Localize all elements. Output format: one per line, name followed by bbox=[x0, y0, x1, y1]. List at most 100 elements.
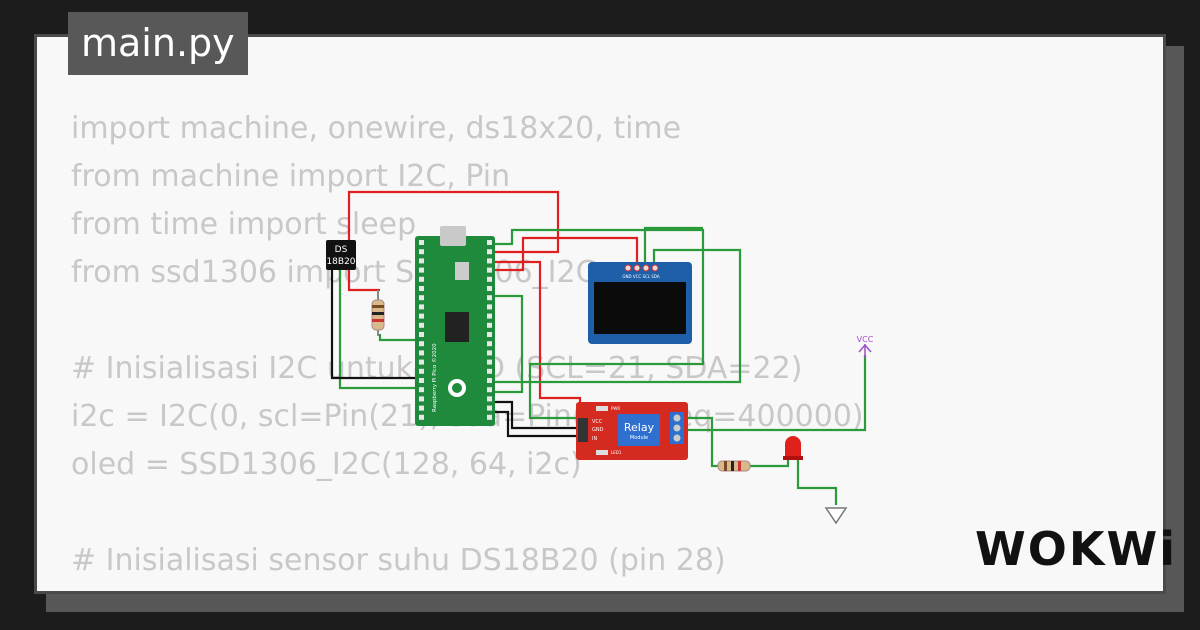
vcc-symbol: VCC bbox=[857, 335, 874, 358]
pico-pin bbox=[487, 276, 492, 282]
pico-pin bbox=[487, 258, 492, 264]
wire-black bbox=[494, 400, 580, 430]
code-line: # Inisialisasi sensor suhu DS18B20 (pin … bbox=[71, 543, 726, 578]
raspberry-logo-icon bbox=[452, 383, 462, 393]
led-body bbox=[785, 436, 801, 458]
relay-module[interactable]: Relay Module VCC GND IN PWR LED1 bbox=[576, 402, 688, 460]
pico-pin bbox=[419, 249, 424, 255]
terminal-screw bbox=[673, 434, 681, 442]
pico-pin bbox=[487, 378, 492, 383]
terminal-screw bbox=[673, 424, 681, 432]
pico-pin bbox=[487, 286, 492, 291]
relay-led-label: LED1 bbox=[611, 450, 622, 455]
pico-pin bbox=[419, 414, 424, 420]
wire-green bbox=[686, 416, 720, 468]
oled-pin bbox=[642, 264, 650, 272]
pico-pin bbox=[487, 414, 492, 420]
led-resistor[interactable] bbox=[717, 460, 751, 472]
relay-header bbox=[578, 418, 588, 442]
relay-led bbox=[596, 450, 608, 455]
resistor-band bbox=[372, 319, 384, 322]
wire-green bbox=[796, 458, 838, 505]
wokwi-logo: WOKWi bbox=[975, 522, 1177, 576]
wire-red bbox=[347, 190, 560, 254]
relay-title: Relay bbox=[624, 421, 655, 434]
pico-pin bbox=[487, 405, 492, 411]
resistor-band bbox=[724, 461, 727, 471]
relay-cube bbox=[618, 414, 660, 446]
rp2040-chip bbox=[445, 312, 469, 342]
wire-green bbox=[494, 294, 524, 394]
pico-pin bbox=[419, 387, 424, 393]
pico-pin bbox=[487, 322, 492, 328]
pico-pin bbox=[487, 295, 492, 301]
resistor-band bbox=[731, 461, 734, 471]
vcc-arrow-icon bbox=[858, 343, 872, 353]
file-tab[interactable]: main.py bbox=[68, 12, 248, 75]
ds18b20-sensor[interactable]: DS 18B20 bbox=[326, 240, 356, 270]
vcc-label: VCC bbox=[857, 335, 874, 344]
pico-pin bbox=[419, 304, 424, 310]
relay-pin-label: VCC bbox=[592, 419, 603, 425]
oled-pin bbox=[624, 264, 632, 272]
pico-pin bbox=[419, 313, 424, 319]
bootsel-button bbox=[455, 262, 469, 280]
pico-pin bbox=[487, 359, 492, 365]
terminal-screw bbox=[673, 414, 681, 422]
code-line: import machine, onewire, ds18x20, time bbox=[71, 111, 682, 146]
wire-green bbox=[750, 458, 790, 468]
wire-red bbox=[494, 260, 582, 420]
code-line: from machine import I2C, Pin bbox=[71, 159, 511, 194]
pico-pin bbox=[487, 396, 492, 402]
wire-black bbox=[494, 410, 580, 438]
relay-pin-label: IN bbox=[592, 436, 597, 442]
pico-pin bbox=[419, 341, 424, 347]
pico-pin bbox=[487, 341, 492, 347]
pico-label: Raspberry Pi Pico ©2020 bbox=[431, 343, 438, 412]
pico-pin bbox=[419, 295, 424, 301]
pico-pin bbox=[487, 240, 492, 245]
pico-pin bbox=[419, 396, 424, 402]
wire-red bbox=[347, 270, 380, 292]
oled-pin bbox=[633, 264, 641, 272]
pullup-resistor[interactable] bbox=[371, 290, 385, 336]
relay-subtitle: Module bbox=[630, 435, 648, 441]
pico-pin bbox=[487, 249, 492, 255]
pico-pin bbox=[487, 350, 492, 356]
pico-pin bbox=[419, 276, 424, 282]
pico-pin bbox=[487, 332, 492, 337]
wire-black bbox=[330, 270, 416, 380]
pico-pin bbox=[419, 267, 424, 273]
resistor-band bbox=[372, 305, 384, 308]
pico-pin bbox=[487, 387, 492, 393]
pico-pin bbox=[419, 286, 424, 291]
pico-pin bbox=[419, 405, 424, 411]
raspberry-pi-pico[interactable]: Raspberry Pi Pico ©2020 bbox=[415, 226, 495, 426]
led-rim bbox=[783, 456, 803, 460]
pico-pin bbox=[487, 304, 492, 310]
relay-led-label: PWR bbox=[611, 406, 620, 411]
wire-green bbox=[494, 228, 705, 420]
wire-green bbox=[643, 226, 703, 266]
pico-pin bbox=[419, 368, 424, 374]
wire-green bbox=[378, 334, 416, 342]
resistor-band bbox=[738, 461, 741, 471]
pico-pin bbox=[419, 359, 424, 365]
oled-display[interactable]: GND VCC SCL SDA bbox=[588, 262, 692, 344]
pico-pin bbox=[487, 267, 492, 273]
pico-pin bbox=[419, 378, 424, 383]
oled-pin-labels: GND VCC SCL SDA bbox=[622, 274, 659, 279]
pico-pin bbox=[419, 332, 424, 337]
ground-symbol bbox=[824, 507, 848, 525]
wire-red bbox=[494, 236, 639, 272]
sensor-body bbox=[326, 240, 356, 270]
usb-connector bbox=[440, 226, 466, 246]
wire-green bbox=[494, 248, 742, 384]
pico-pin bbox=[487, 368, 492, 374]
sensor-label: DS bbox=[335, 245, 348, 255]
pico-pin bbox=[419, 240, 424, 245]
ground-icon bbox=[824, 507, 848, 525]
oled-pin bbox=[651, 264, 659, 272]
red-led[interactable] bbox=[783, 436, 803, 460]
